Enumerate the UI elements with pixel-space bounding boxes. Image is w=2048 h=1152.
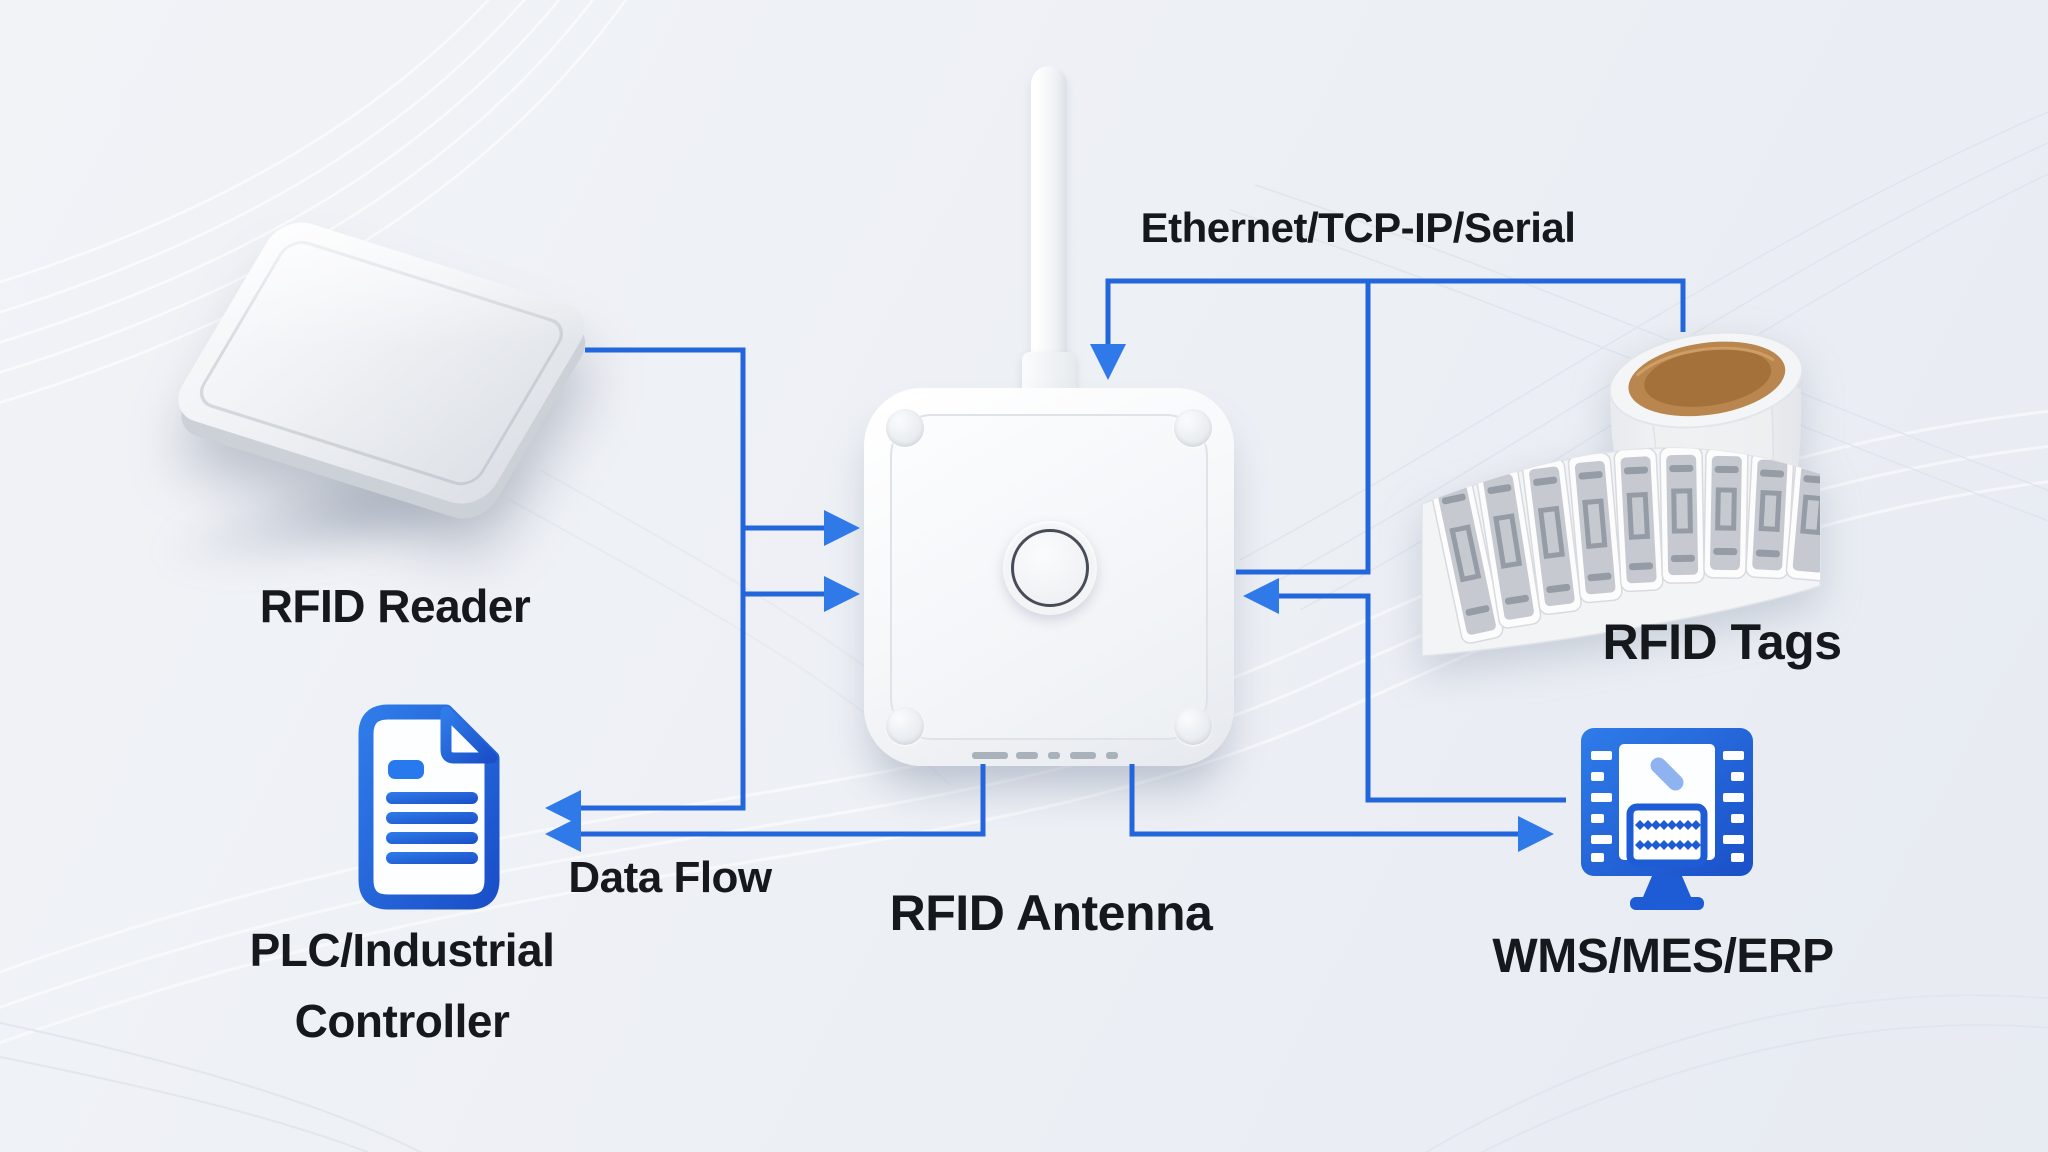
screw-cap-icon (1174, 409, 1212, 447)
antenna-port (1106, 752, 1118, 759)
tag-strip-labels (1429, 448, 1820, 644)
document-icon (358, 704, 500, 910)
antenna-rod (1031, 66, 1067, 366)
rfid-antenna-photo (864, 388, 1234, 766)
plc-label: PLC/Industrial Controller (250, 915, 555, 1058)
tags-label: RFID Tags (1602, 614, 1842, 670)
monitor-tick-marks (1591, 751, 1744, 862)
ethernet-annotation: Ethernet/TCP-IP/Serial (1140, 204, 1576, 251)
antenna-port (972, 752, 1008, 759)
connector-antenna-plc (545, 764, 986, 852)
keypad (1626, 803, 1708, 867)
antenna-rod-base (1022, 352, 1076, 394)
connector-ethernet-rail (1090, 278, 1686, 575)
rfid-tag-roll-photo (1421, 331, 1821, 657)
roll-core (1608, 331, 1804, 429)
wms-label: WMS/MES/ERP (1492, 930, 1834, 983)
antenna-port (1048, 752, 1060, 759)
antenna-label: RFID Antenna (889, 885, 1213, 941)
data-flow-annotation: Data Flow (568, 853, 772, 902)
screw-cap-icon (886, 409, 924, 447)
antenna-button-ring (1011, 529, 1089, 607)
antenna-port (1016, 752, 1038, 759)
screw-cap-icon (886, 707, 924, 745)
pen-icon (1650, 757, 1684, 791)
monitor-base (1630, 897, 1704, 910)
connector-reader-antenna-plc (545, 347, 860, 826)
reader-label: RFID Reader (259, 580, 531, 632)
plc-label-line2: Controller (294, 995, 510, 1048)
screw-cap-icon (1174, 707, 1212, 745)
plc-label-line1: PLC/Industrial (249, 924, 555, 976)
computer-monitor-icon (1581, 728, 1753, 910)
connector-antenna-wms (1129, 764, 1554, 852)
connector-wms-antenna (1243, 578, 1566, 803)
antenna-center-button (1003, 521, 1097, 615)
antenna-port (1070, 752, 1096, 759)
monitor-stand (1643, 876, 1691, 897)
